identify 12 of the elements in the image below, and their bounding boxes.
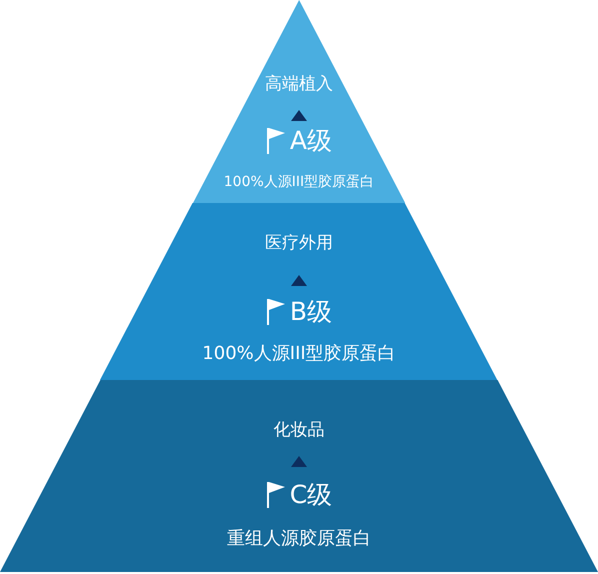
category-label: 医疗外用 <box>264 233 333 254</box>
grade-label: C级 <box>290 480 332 510</box>
pyramid-tier <box>100 203 498 380</box>
category-label: 化妆品 <box>274 420 324 440</box>
pyramid-tier <box>0 380 598 572</box>
grade-label: A级 <box>290 126 332 156</box>
grade-label: B级 <box>290 297 332 327</box>
description-text: 重组人源胶原蛋白 <box>227 528 371 550</box>
description-text: 100%人源III型胶原蛋白 <box>202 343 396 365</box>
description-text: 100%人源III型胶原蛋白 <box>224 174 374 191</box>
pyramid-tier <box>192 0 406 203</box>
category-label: 高端植入 <box>264 74 333 94</box>
